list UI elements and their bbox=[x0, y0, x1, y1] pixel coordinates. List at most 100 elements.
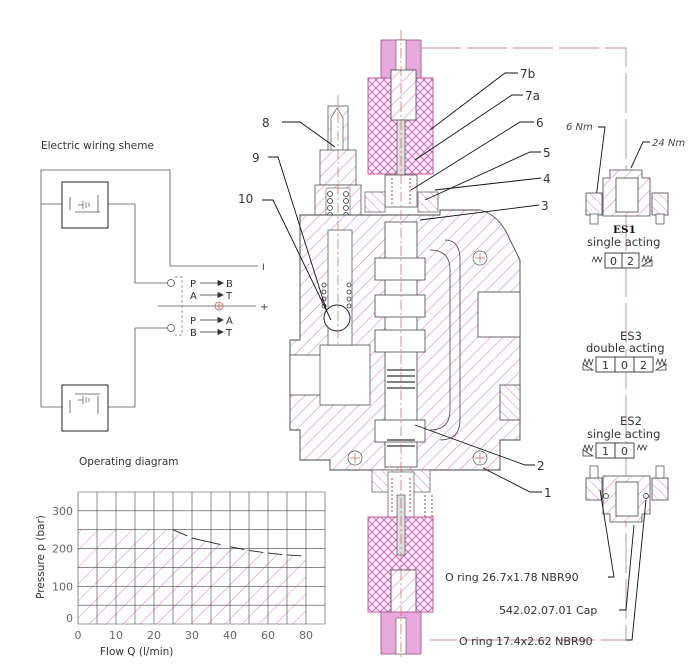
chart-curve bbox=[172, 529, 302, 557]
x-tick-label: 40 bbox=[223, 629, 237, 642]
x-tick-label: 80 bbox=[299, 629, 313, 642]
battery-icon-lower bbox=[78, 396, 90, 404]
es2-pos-1: 1 bbox=[602, 445, 609, 458]
top-plunger bbox=[390, 69, 417, 121]
map-upper-from-1: P bbox=[190, 279, 196, 290]
y-tick-label: 0 bbox=[66, 612, 73, 625]
part-oring-large: O ring 26.7x1.78 NBR90 bbox=[445, 571, 579, 584]
port-right bbox=[477, 291, 521, 338]
chart-x-label: Flow Q (l/min) bbox=[100, 646, 173, 658]
upper-switch-box bbox=[61, 181, 109, 229]
terminal-lower bbox=[167, 324, 175, 332]
spring-icon-es2 bbox=[636, 443, 648, 452]
es1-mode: single acting bbox=[587, 235, 660, 249]
x-tick-label: 30 bbox=[185, 629, 199, 642]
es2-mode: single acting bbox=[587, 427, 660, 441]
wire-lower-out bbox=[108, 327, 167, 408]
x-tick-label: 20 bbox=[147, 629, 161, 642]
map-upper-to-1: B bbox=[226, 279, 233, 290]
detail-es3: ES3 double acting 1 0 2 bbox=[582, 329, 667, 373]
solenoid-icon bbox=[640, 254, 653, 267]
callout-1: 1 bbox=[544, 486, 552, 500]
wire-upper-out bbox=[108, 203, 167, 284]
es1-pos-2: 2 bbox=[627, 255, 634, 268]
valve-cross-section bbox=[289, 30, 627, 660]
es3-pos-0: 0 bbox=[621, 359, 628, 372]
callout-4: 4 bbox=[543, 172, 551, 186]
chart-curve-segment bbox=[267, 552, 283, 555]
lower-switch-box bbox=[61, 384, 109, 432]
detail-es1: 6 Nm 24 Nm ES1 single acting 0 2 bbox=[566, 122, 685, 269]
callout-8: 8 bbox=[262, 116, 270, 130]
part-oring-small: O ring 17.4x2.62 NBR90 bbox=[459, 635, 593, 648]
chart-curve-segment bbox=[172, 529, 188, 537]
chart-y-label: Pressure p (bar) bbox=[35, 515, 47, 599]
part-cap: 542.02.07.01 Cap bbox=[499, 604, 597, 617]
chart-title: Operating diagram bbox=[79, 456, 179, 468]
wire-top bbox=[41, 169, 258, 267]
upper-switch-symbol bbox=[69, 195, 100, 213]
es3-pos-1: 1 bbox=[602, 359, 609, 372]
mapping-arrows bbox=[200, 279, 224, 336]
lower-switch-symbol bbox=[69, 393, 100, 414]
callout-6: 6 bbox=[536, 116, 544, 130]
map-upper-to-2: T bbox=[225, 291, 233, 302]
operating-diagram-chart: Operating diagram 0 100 200 300 0 10 20 30 40 60… bbox=[35, 456, 326, 658]
detail-reference-line bbox=[421, 47, 627, 641]
chart-y-ticks: 0 100 200 300 bbox=[52, 505, 73, 625]
torque-24nm: 24 Nm bbox=[652, 138, 685, 149]
wiring-scheme: Electric wiring sheme I + P B A T bbox=[40, 140, 268, 432]
x-tick-label: 0 bbox=[75, 629, 82, 642]
wire-left bbox=[40, 170, 62, 408]
y-tick-label: 300 bbox=[52, 505, 73, 518]
center-mark bbox=[214, 301, 224, 311]
chart-x-ticks: 0 10 20 30 40 60 80 bbox=[75, 629, 314, 642]
callout-3: 3 bbox=[541, 199, 549, 213]
mounting-holes bbox=[347, 250, 488, 466]
bottom-solenoid bbox=[367, 469, 434, 655]
check-spring bbox=[321, 282, 352, 309]
detail-es2: ES2 single acting 1 0 O ring 26.7x1.78 N… bbox=[445, 414, 669, 648]
map-lower-to-1: A bbox=[226, 316, 233, 327]
es3-mode: double acting bbox=[586, 341, 665, 355]
top-spring bbox=[391, 178, 411, 205]
battery-icon-upper bbox=[78, 201, 90, 209]
callout-7b: 7b bbox=[520, 67, 535, 81]
chart-curve-segment bbox=[286, 554, 302, 557]
es2-pos-0: 0 bbox=[621, 445, 628, 458]
plug-right bbox=[499, 384, 521, 421]
es1-name: ES1 bbox=[613, 224, 636, 236]
es1-pos-box-2 bbox=[621, 252, 640, 269]
map-lower-to-2: T bbox=[225, 328, 233, 339]
chart-grid bbox=[77, 491, 326, 625]
map-lower-from-1: P bbox=[190, 316, 196, 327]
es3-pos-box-3 bbox=[633, 356, 654, 373]
callout-5: 5 bbox=[543, 146, 551, 160]
plus-mark: + bbox=[260, 302, 268, 313]
x-tick-label: 60 bbox=[261, 629, 275, 642]
torque-6nm: 6 Nm bbox=[566, 122, 593, 133]
callouts: 7b 7a 6 5 4 3 2 1 8 9 10 bbox=[238, 67, 552, 500]
solenoid-icon-es2 bbox=[582, 443, 595, 457]
solenoid-icon-right bbox=[654, 357, 667, 371]
chart-curve-segment bbox=[191, 537, 221, 545]
top-solenoid bbox=[364, 39, 439, 213]
y-tick-label: 200 bbox=[52, 543, 73, 556]
wiring-title: Electric wiring sheme bbox=[41, 140, 154, 152]
callout-2: 2 bbox=[537, 459, 545, 473]
callout-9: 9 bbox=[252, 151, 260, 165]
bottom-plunger bbox=[390, 569, 417, 619]
es2-pos-box-2 bbox=[614, 442, 635, 459]
y-tick-label: 100 bbox=[52, 580, 73, 593]
es3-pos-2: 2 bbox=[640, 359, 647, 372]
es2-name: ES2 bbox=[620, 414, 642, 428]
terminal-mark: I bbox=[262, 263, 265, 273]
x-tick-label: 10 bbox=[109, 629, 123, 642]
callout-10: 10 bbox=[238, 192, 253, 206]
es3-name: ES3 bbox=[620, 329, 642, 343]
chart-curve-segment bbox=[229, 546, 245, 550]
chart-curve-segment bbox=[248, 550, 264, 553]
solenoid-icon-left bbox=[582, 357, 595, 371]
check-ball bbox=[323, 304, 351, 332]
